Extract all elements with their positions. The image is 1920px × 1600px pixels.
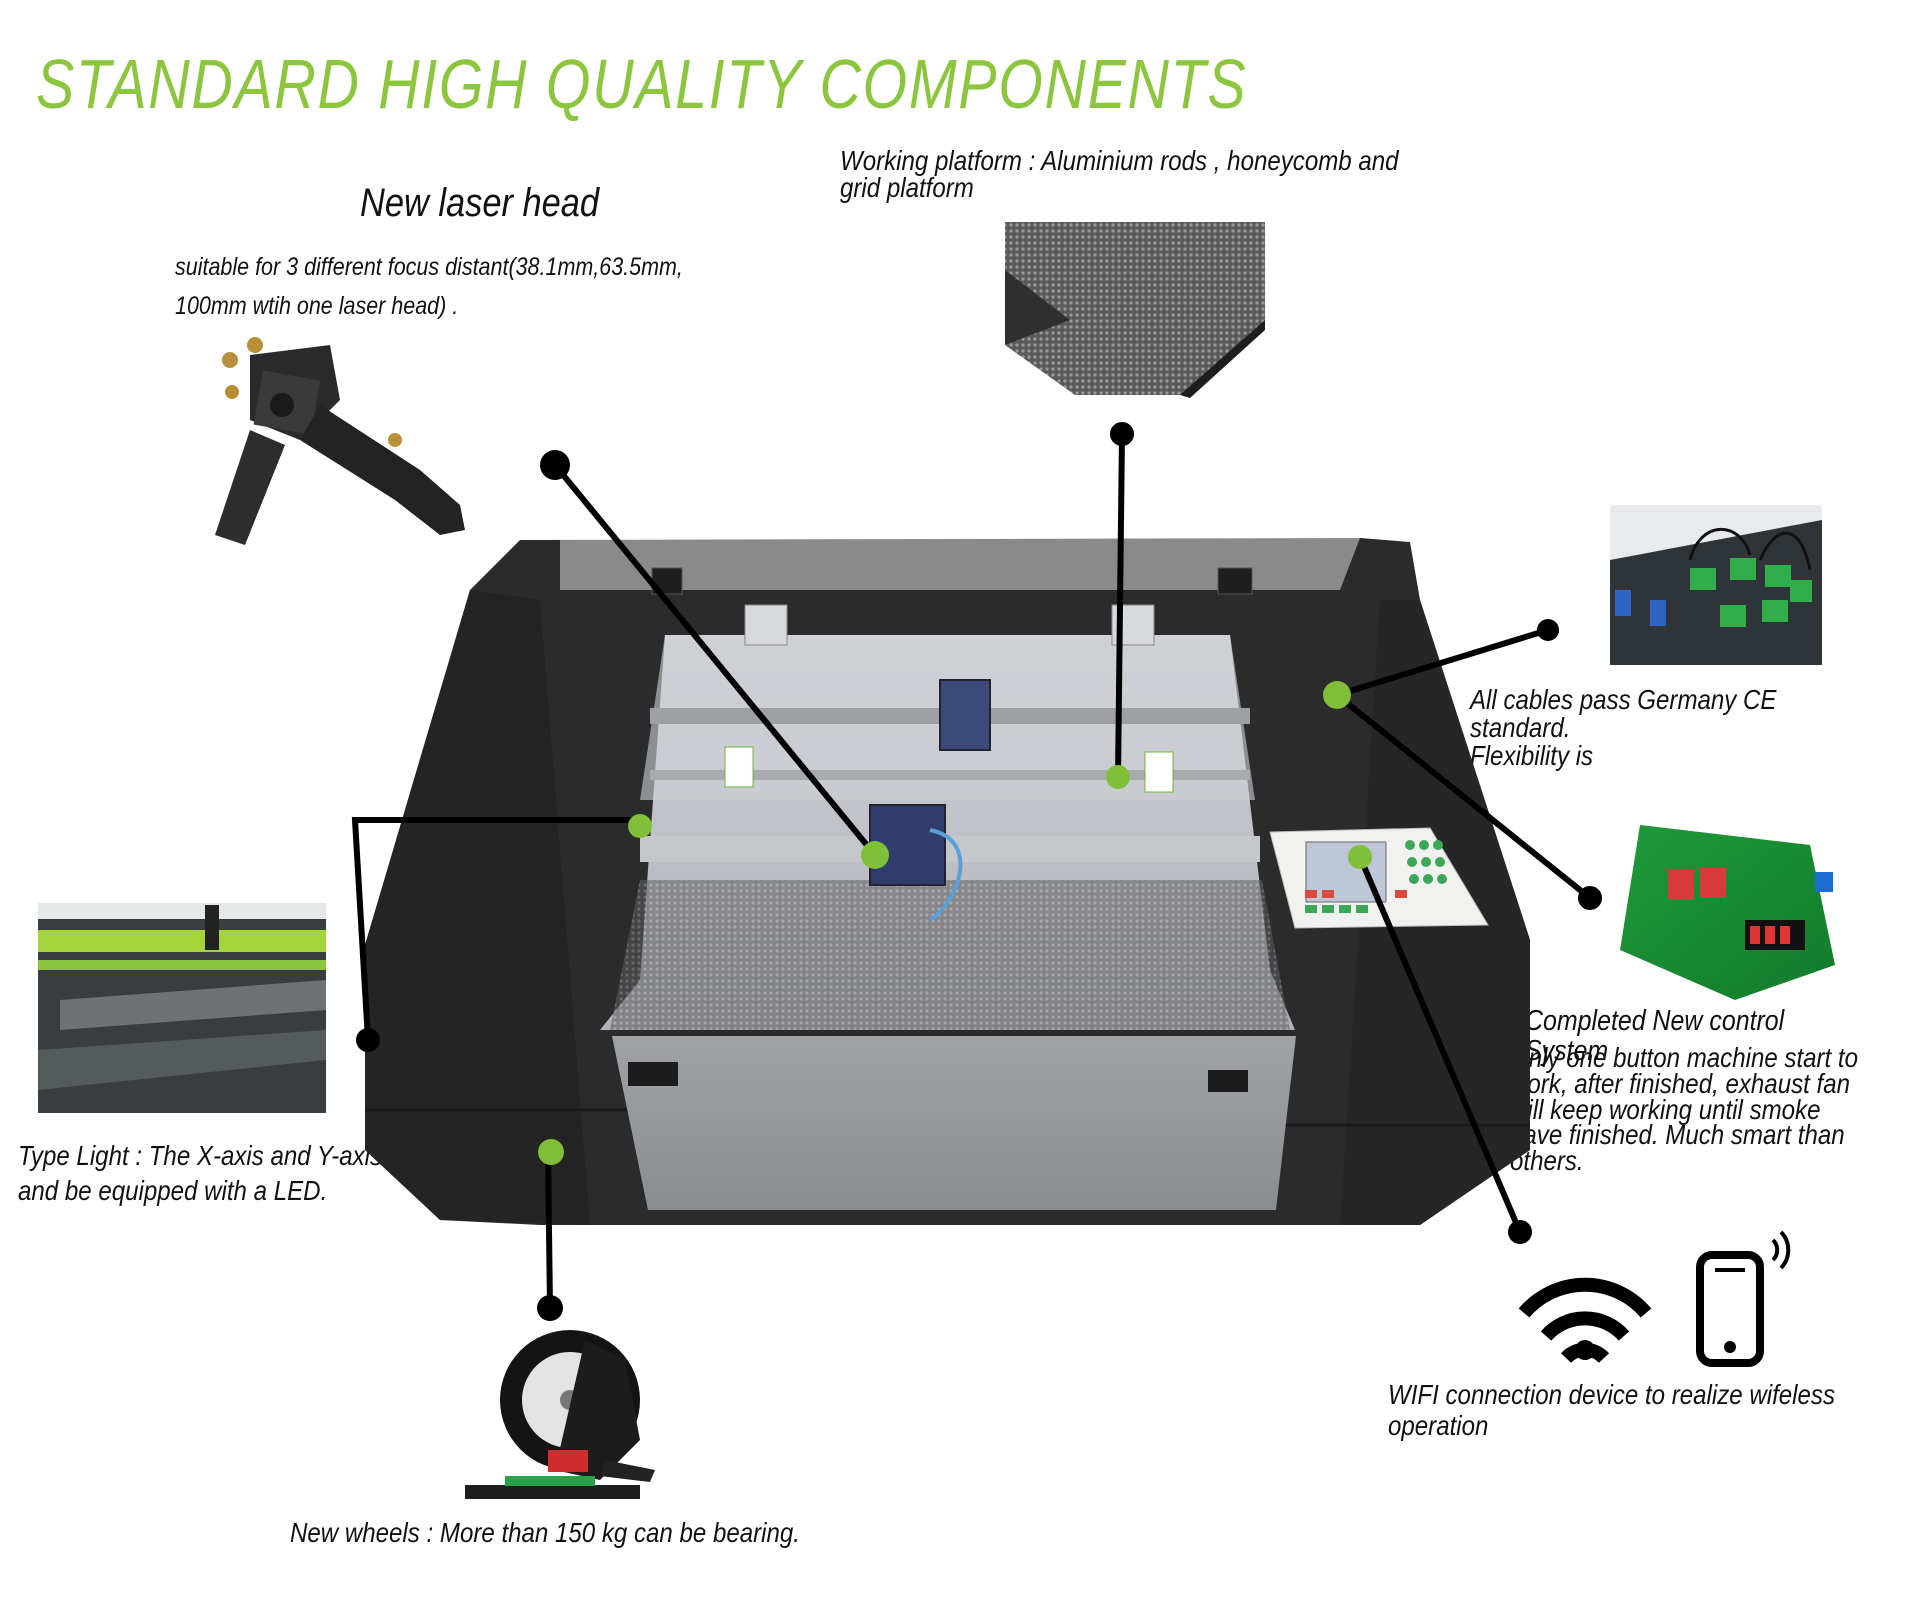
- laser-head-photo: [215, 337, 465, 545]
- laser-machine: [365, 538, 1530, 1225]
- wheels-description: New wheels : More than 150 kg can be bea…: [290, 1517, 801, 1548]
- laser-head-heading: New laser head: [360, 181, 600, 225]
- light-description: Type Light : The X-axis and Y-axis and b…: [18, 1140, 383, 1206]
- callout-endpoints: [356, 422, 1602, 1321]
- control-heading: Completed New control System: [1525, 1005, 1785, 1068]
- callout-markers: [538, 681, 1372, 1165]
- cables-photo: [1610, 505, 1822, 665]
- page-title: STANDARD HIGH QUALITY COMPONENTS: [36, 45, 1248, 123]
- led-light-photo: [38, 903, 326, 1113]
- cables-description: All cables pass Germany CE standard. Fle…: [1470, 684, 1777, 771]
- wheel-photo: [465, 1330, 655, 1499]
- honeycomb-platform-photo: [1005, 222, 1265, 398]
- wifi-icon-dot: [1575, 1340, 1595, 1360]
- laser-head-description: suitable for 3 different focus distant(3…: [175, 253, 683, 320]
- callout-lines: [351, 433, 1592, 1309]
- control-board-photo: [1620, 825, 1835, 1000]
- platform-description: Working platform : Aluminium rods , hone…: [840, 145, 1399, 203]
- smartphone-icon: [1696, 1230, 1791, 1367]
- wifi-description: WIFI connection device to realize wifele…: [1388, 1379, 1836, 1441]
